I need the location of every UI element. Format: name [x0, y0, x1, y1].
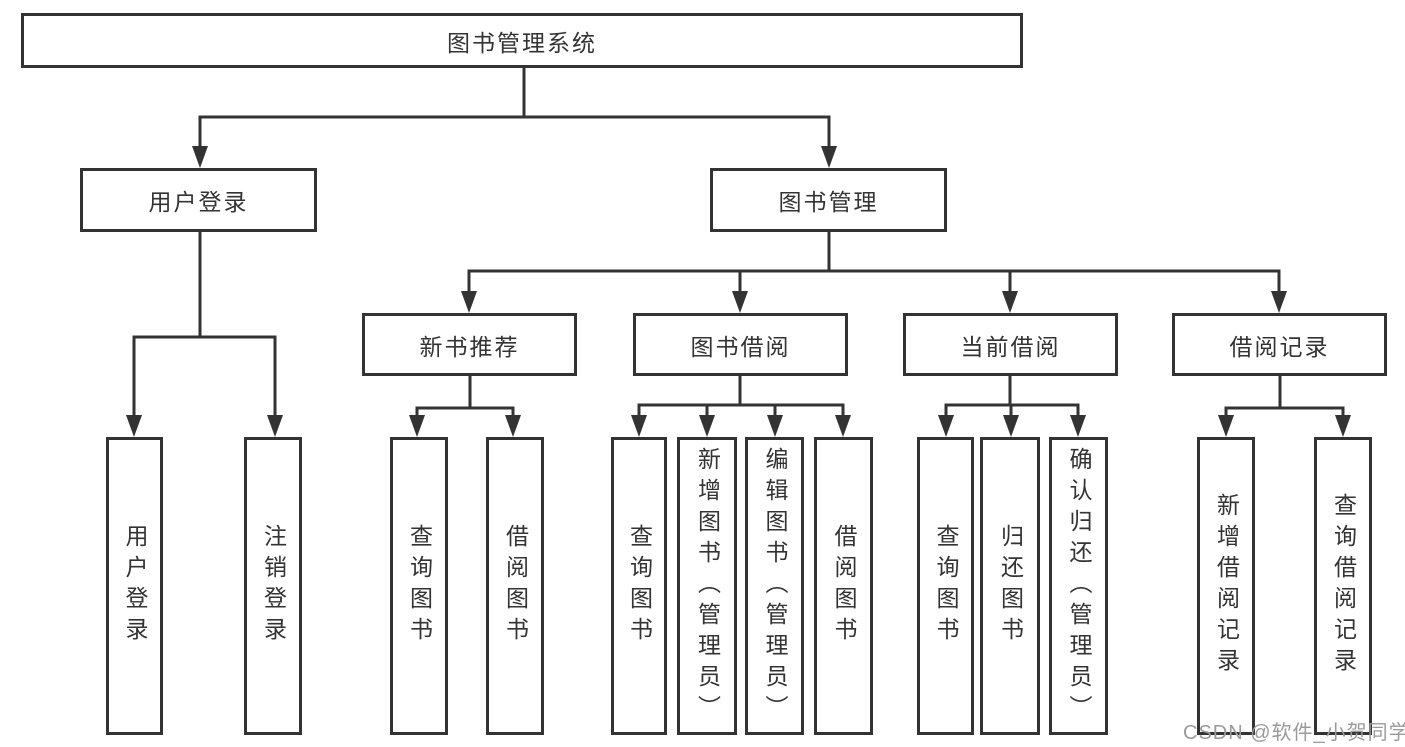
leaf-label-query-borrow-record: 查询借阅记录 — [1330, 493, 1357, 679]
arrow-leaf-c1 — [631, 415, 647, 437]
leaf-label-borrow-books-rec: 借阅图书 — [502, 524, 529, 648]
leaf-logout: 注销登录 — [244, 437, 302, 735]
leaf-return-books: 归还图书 — [980, 437, 1040, 735]
leaf-add-borrow-record: 新增借阅记录 — [1197, 437, 1255, 735]
arrow-leaf-d1 — [938, 415, 954, 437]
leaf-query-books-current: 查询图书 — [917, 437, 974, 735]
node-label-user-login: 用户登录 — [148, 189, 249, 215]
node-label-current-borrowing: 当前借阅 — [960, 333, 1061, 360]
leaf-label-return-books: 归还图书 — [997, 524, 1024, 648]
arrow-to-newbook — [461, 291, 477, 313]
arrow-to-borrow — [732, 291, 748, 313]
node-current-borrowing: 当前借阅 — [903, 313, 1118, 376]
leaf-label-query-books-rec: 查询图书 — [406, 524, 433, 648]
leaf-label-add-borrow-record: 新增借阅记录 — [1213, 493, 1240, 679]
leaf-label-borrow-books: 借阅图书 — [831, 524, 857, 648]
connector-record-bar — [1224, 406, 1345, 420]
arrow-leaf-b2 — [505, 415, 521, 437]
csdn-watermark: CSDN @软件_小贺同学 — [1183, 722, 1405, 744]
leaf-label-user-login: 用户登录 — [122, 524, 148, 648]
leaf-label-logout: 注销登录 — [260, 524, 287, 648]
connector-login-bar — [132, 335, 277, 420]
node-label-borrowing-records: 借阅记录 — [1229, 333, 1330, 360]
leaf-label-query-books-borrow: 查询图书 — [626, 524, 653, 648]
leaf-query-books-borrow: 查询图书 — [611, 437, 667, 735]
connector-borrow-bar — [637, 403, 845, 420]
arrow-leaf-d2 — [1003, 415, 1019, 437]
leaf-label-add-books-admin: 新增图书（管理员） — [694, 446, 721, 726]
arrow-leaf-c2 — [699, 415, 715, 437]
node-label-book-management: 图书管理 — [778, 189, 879, 215]
leaf-user-login: 用户登录 — [106, 437, 163, 735]
connector-newbook-bar — [415, 406, 515, 420]
leaf-label-query-books-current: 查询图书 — [933, 524, 959, 648]
leaf-borrow-books-rec: 借阅图书 — [486, 437, 544, 735]
node-book-management: 图书管理 — [710, 168, 947, 232]
node-library-management-system: 图书管理系统 — [21, 13, 1023, 68]
leaf-label-edit-books-admin: 编辑图书（管理员） — [762, 446, 788, 726]
leaf-query-books-rec: 查询图书 — [390, 437, 448, 735]
leaf-query-borrow-record: 查询借阅记录 — [1314, 437, 1372, 735]
arrow-to-record — [1271, 291, 1287, 313]
arrow-leaf-e2 — [1335, 415, 1351, 437]
connector-current-bar — [944, 403, 1080, 420]
arrow-leaf-b1 — [409, 415, 425, 437]
node-label-book-borrowing: 图书借阅 — [690, 333, 791, 360]
node-book-borrowing: 图书借阅 — [633, 313, 848, 376]
arrow-to-mgmt — [821, 146, 837, 168]
arrow-to-current — [1002, 291, 1018, 313]
node-user-login: 用户登录 — [80, 168, 317, 232]
arrow-leaf-c4 — [835, 415, 851, 437]
arrow-leaf-a1 — [126, 415, 142, 437]
arrow-to-login — [192, 146, 208, 168]
node-label-root: 图书管理系统 — [447, 29, 597, 56]
leaf-label-confirm-return-admin: 确认归还（管理员） — [1066, 446, 1092, 726]
leaf-add-books-admin: 新增图书（管理员） — [677, 437, 737, 735]
leaf-confirm-return-admin: 确认归还（管理员） — [1049, 437, 1108, 735]
node-borrowing-records: 借阅记录 — [1172, 313, 1387, 376]
connector-mgmt-bar — [467, 269, 1281, 295]
connector-root-bar — [198, 115, 831, 150]
node-label-new-book-recommendation: 新书推荐 — [419, 333, 520, 360]
leaf-edit-books-admin: 编辑图书（管理员） — [745, 437, 804, 735]
node-new-book-recommendation: 新书推荐 — [362, 313, 577, 376]
arrow-leaf-d3 — [1070, 415, 1086, 437]
arrow-leaf-a2 — [267, 415, 283, 437]
arrow-leaf-c3 — [767, 415, 783, 437]
leaf-borrow-books: 借阅图书 — [814, 437, 873, 735]
arrow-leaf-e1 — [1218, 415, 1234, 437]
